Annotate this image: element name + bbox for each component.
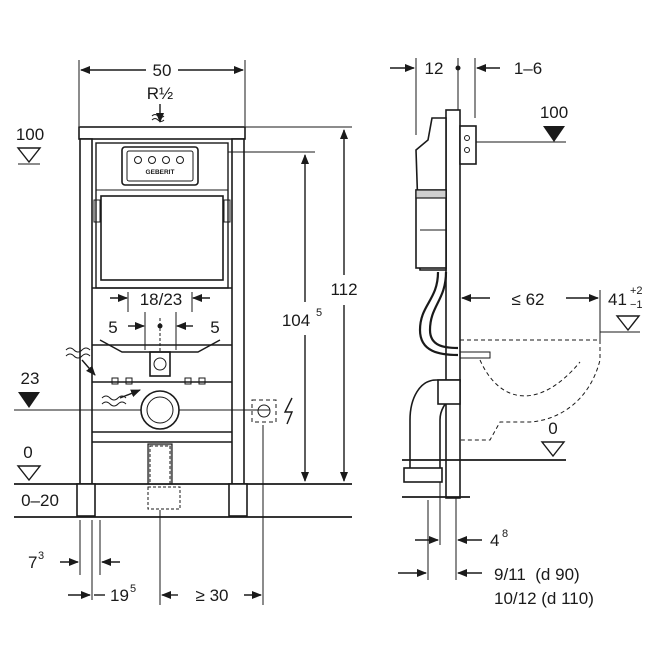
height-total-label: 112: [330, 280, 357, 299]
pan-height-label: 41: [608, 290, 627, 309]
cistern-panel: [100, 195, 224, 281]
side-level-top-marker: 100: [476, 103, 568, 143]
foot-offset-sup: 3: [38, 550, 44, 562]
side-level-floor-marker: 0: [402, 419, 566, 498]
foot-offset-label: 7: [28, 553, 37, 572]
side-bottom-dimensions: 4 8 9/11 (d 90) 10/12 (d 110): [398, 482, 594, 608]
height-dimensions: 104 5 112: [228, 126, 358, 485]
width-label: 50: [153, 61, 172, 80]
offset-left-label: 5: [108, 318, 117, 337]
min-side-label: ≥ 30: [196, 586, 229, 605]
pipe-label-1: 9/11 (d 90): [494, 565, 580, 584]
height-inner-label: 104: [282, 311, 310, 330]
pan-dimensions: ≤ 62 41 +2 −1: [459, 285, 643, 340]
side-level-floor-label: 0: [548, 419, 557, 438]
pan-height-tol-minus: −1: [630, 299, 643, 311]
level-floor-label: 0: [23, 443, 32, 462]
height-inner-sup: 5: [316, 307, 322, 319]
electrical-socket: [251, 397, 294, 425]
wall-hung-pan: [460, 331, 640, 441]
side-level-top-label: 100: [540, 103, 568, 122]
level-top-label: 100: [16, 125, 44, 144]
foot-label: 4: [490, 531, 499, 550]
side-view: 12 1–6 100: [390, 58, 643, 608]
front-view: 50 R½ GEBERIT: [14, 60, 358, 605]
pipe-label-2: 10/12 (d 110): [494, 589, 594, 608]
level-top-marker: 100: [16, 125, 44, 165]
pan-distance-label: ≤ 62: [512, 290, 545, 309]
depth-label: 12: [425, 59, 444, 78]
offset-right-label: 5: [210, 318, 219, 337]
flush-plate: GEBERIT: [121, 146, 199, 186]
supply-valve: [99, 339, 221, 385]
adjust-label: 1–6: [514, 59, 542, 78]
frame-right-post: [231, 138, 245, 517]
depth-dimensions: 12 1–6: [390, 58, 542, 135]
brand-plate-text: GEBERIT: [146, 169, 175, 176]
width-dimension: 50 R½: [78, 60, 246, 126]
spacing-dimension: 18/23: [110, 290, 210, 312]
lightning-icon: [283, 397, 294, 425]
level-floor-marker: 0 0–20: [14, 443, 352, 518]
flush-pipe: [403, 271, 491, 483]
thread-label: R½: [147, 84, 173, 103]
bottom-dimensions: 7 3 19 5 ≥ 30: [28, 425, 264, 605]
foot-sup: 8: [502, 528, 508, 540]
frame-left-post: [79, 138, 93, 517]
drain-offset-label: 19: [110, 586, 129, 605]
drain-connection: [101, 389, 181, 510]
frame-top-rail: [78, 126, 246, 140]
drain-offset-sup: 5: [130, 583, 136, 595]
spacing-label: 18/23: [140, 290, 183, 309]
water-supply-icon: [65, 347, 96, 376]
floor-range-label: 0–20: [21, 491, 59, 510]
level-mid-label: 23: [21, 369, 40, 388]
offset-dimensions: 5 5: [108, 312, 220, 352]
pan-height-tol-plus: +2: [630, 285, 643, 297]
